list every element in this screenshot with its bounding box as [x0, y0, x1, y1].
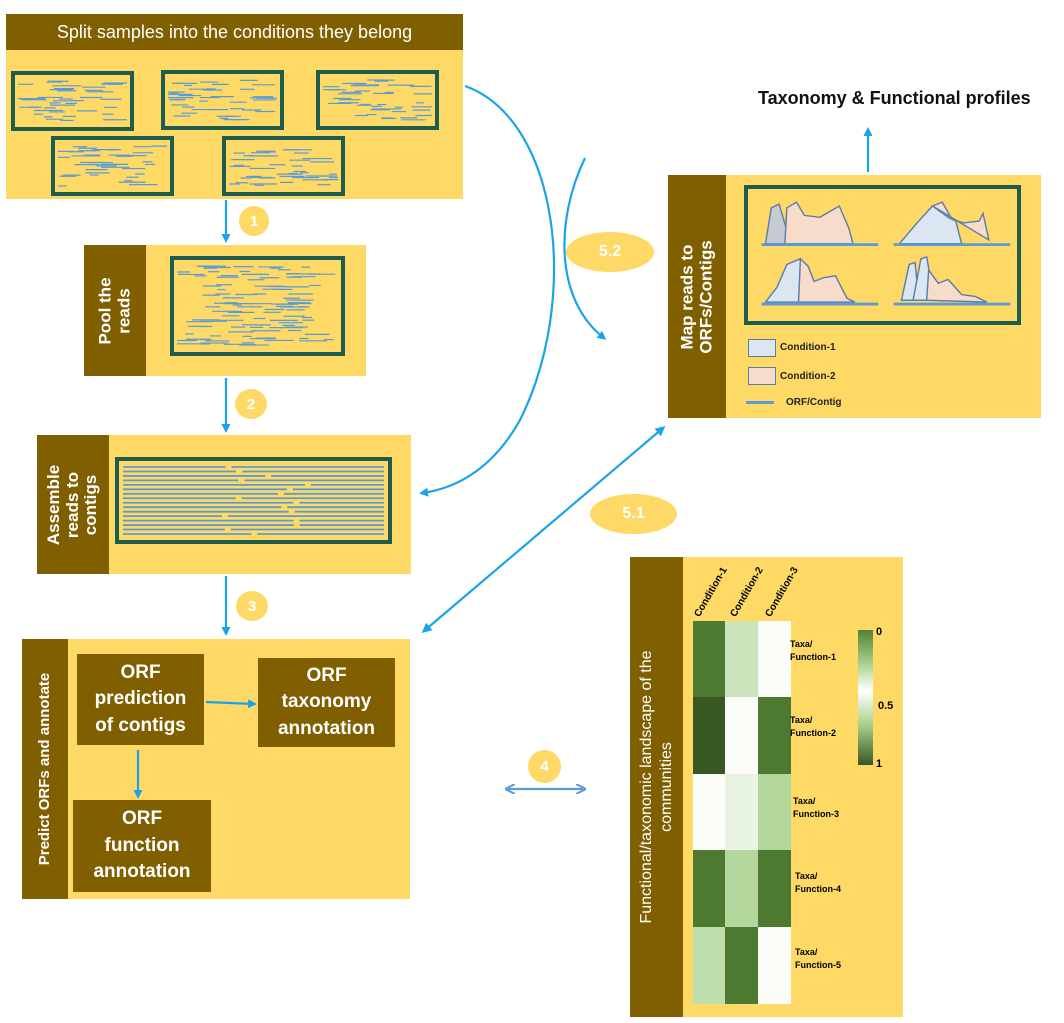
- sample-box: [11, 71, 134, 131]
- heatmap-cell: [757, 773, 791, 851]
- color-scale-label: 0.5: [878, 700, 894, 712]
- assemble-label: Assemble reads to contigs: [37, 435, 109, 574]
- predict-label: Predict ORFs and annotate: [22, 639, 68, 899]
- legend-label-orf-contig: ORF/Contig: [786, 397, 842, 408]
- heatmap-cell: [725, 773, 759, 851]
- sample-box: [51, 136, 174, 196]
- pool-label: Pool the reads: [84, 245, 146, 376]
- color-scale-label: 0: [876, 626, 883, 638]
- step-badge: 1: [239, 206, 269, 236]
- heatmap-cell: [757, 850, 791, 928]
- heatmap-row-label: Taxa/ Function-1: [790, 639, 836, 663]
- coverage-plot: [761, 257, 879, 306]
- heatmap-cell: [757, 697, 791, 775]
- heatmap-cell: [757, 926, 791, 1004]
- map-panel: [668, 175, 1041, 418]
- step-badge: 4: [528, 750, 561, 783]
- split-samples-title: Split samples into the conditions they b…: [6, 14, 463, 50]
- pooled-reads-box: [170, 256, 345, 356]
- legend-swatch-condition-2: [748, 367, 776, 385]
- legend-swatch-condition-1: [748, 339, 776, 357]
- coverage-plots-box: [744, 185, 1021, 325]
- contigs-box: [115, 457, 392, 544]
- output-title: Taxonomy & Functional profiles: [758, 88, 1031, 108]
- heatmap: [693, 621, 791, 1004]
- step-badge: 5.2: [566, 232, 654, 272]
- landscape-label: Functional/taxonomic landscape of the co…: [630, 557, 683, 1017]
- heatmap-cell: [725, 621, 759, 698]
- legend-label-condition-1: Condition-1: [780, 342, 836, 353]
- step-badge: 3: [236, 591, 268, 621]
- heatmap-cell: [693, 621, 726, 698]
- coverage-plot: [893, 255, 1011, 306]
- color-scale-bar: [858, 630, 873, 765]
- step-badge: 5.1: [590, 494, 677, 534]
- step-badge: 2: [235, 389, 267, 419]
- map-label: Map reads to ORFs/Contigs: [668, 175, 726, 418]
- sample-box: [222, 136, 345, 196]
- heatmap-cell: [693, 773, 726, 851]
- orf-function-box: ORF function annotation: [73, 800, 211, 892]
- sample-box: [316, 70, 439, 130]
- legend-swatch-orf-contig: [746, 401, 774, 404]
- heatmap-row-label: Taxa/ Function-4: [795, 871, 841, 895]
- heatmap-cell: [693, 926, 726, 1004]
- heatmap-cell: [693, 697, 726, 775]
- orf-taxonomy-box: ORF taxonomy annotation: [258, 658, 395, 747]
- heatmap-cell: [757, 621, 791, 698]
- coverage-plot: [893, 201, 1011, 247]
- coverage-plot: [761, 201, 879, 247]
- heatmap-row-label: Taxa/ Function-3: [793, 796, 839, 820]
- heatmap-cell: [693, 850, 726, 928]
- color-scale-label: 1: [876, 758, 883, 770]
- orf-prediction-box: ORF prediction of contigs: [77, 654, 204, 745]
- heatmap-cell: [725, 697, 759, 775]
- heatmap-row-label: Taxa/ Function-2: [790, 715, 836, 739]
- heatmap-cell: [725, 850, 759, 928]
- legend-label-condition-2: Condition-2: [780, 371, 836, 382]
- heatmap-row-label: Taxa/ Function-5: [795, 947, 841, 971]
- sample-box: [161, 70, 284, 130]
- heatmap-cell: [725, 926, 759, 1004]
